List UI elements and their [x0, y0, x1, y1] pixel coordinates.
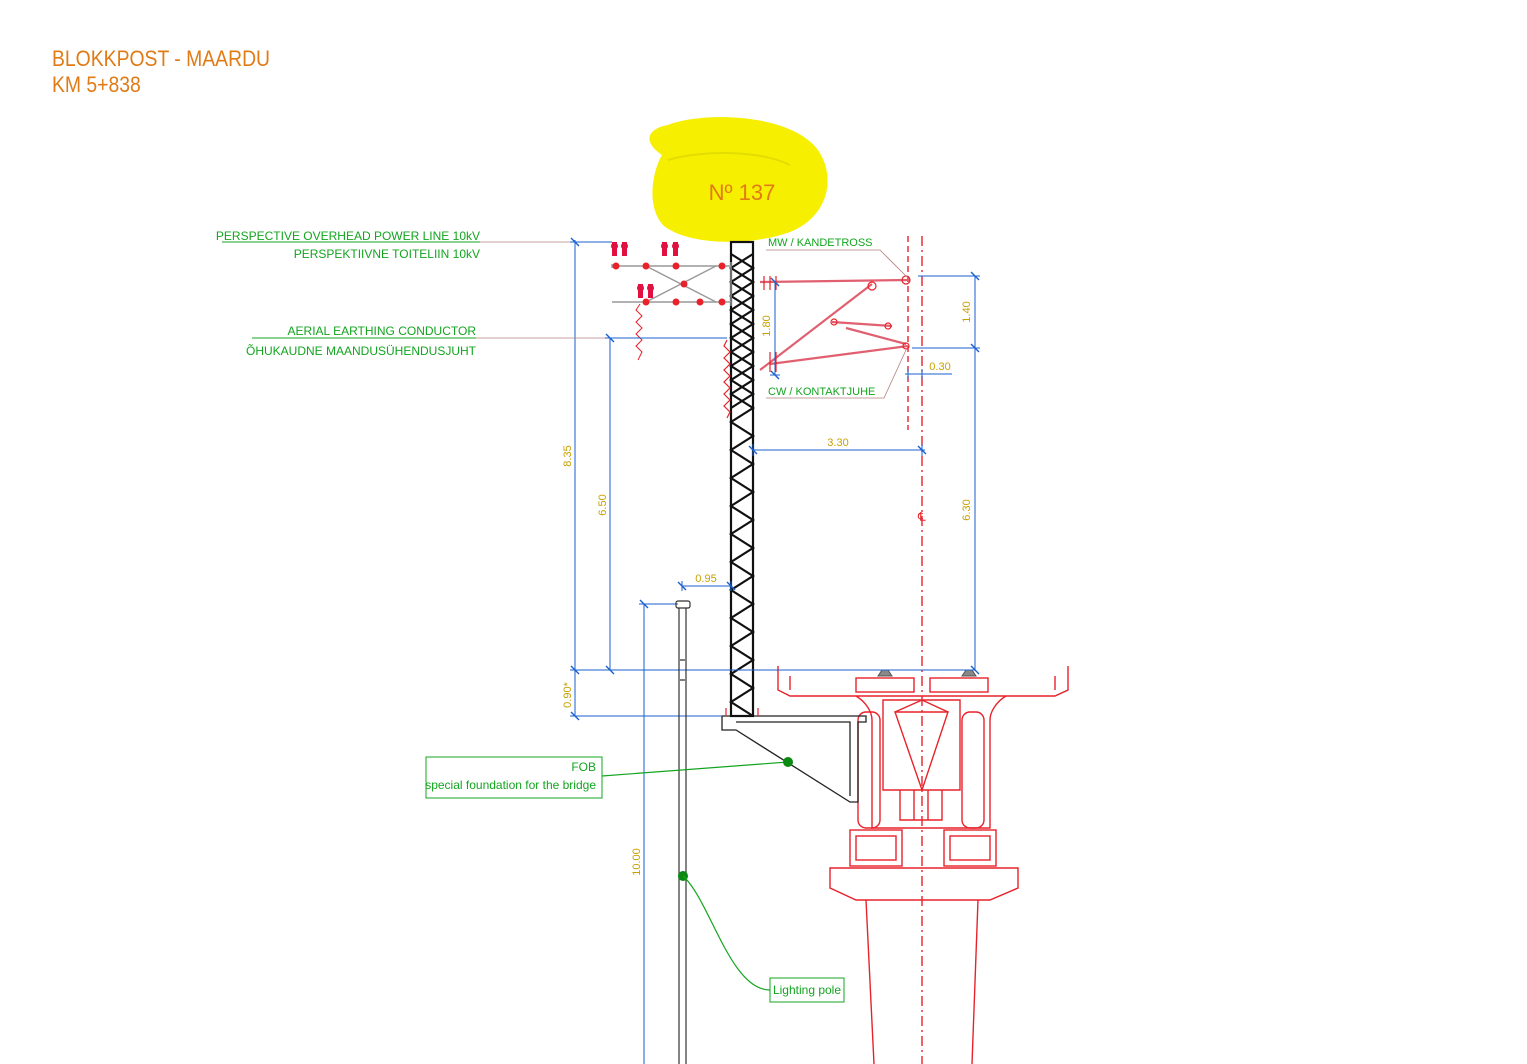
insulator-icons	[611, 242, 679, 298]
dim-10-00: 10.00	[631, 848, 643, 876]
label-messenger-wire: MW / KANDETROSS	[768, 237, 873, 249]
green-labels: PERSPECTIVE OVERHEAD POWER LINE 10kV PER…	[216, 229, 480, 358]
earthing-conductor	[723, 339, 731, 419]
highlight-marker	[649, 117, 828, 242]
label-leaders	[476, 241, 909, 399]
insulator-icon	[611, 242, 628, 256]
feeder-nodes	[612, 262, 726, 306]
label-contact-wire: CW / KONTAKTJUHE	[768, 386, 875, 398]
dim-1-80: 1.80	[761, 315, 773, 336]
dim-0-90: 0.90*	[562, 681, 574, 707]
dim-0-30: 0.30	[929, 361, 950, 373]
insulator-icon	[637, 284, 654, 298]
dimension-lines	[570, 240, 980, 1064]
dim-1-40: 1.40	[961, 301, 973, 322]
lattice-mast	[728, 240, 756, 718]
label-overhead-power-en: PERSPECTIVE OVERHEAD POWER LINE 10kV	[216, 229, 480, 243]
dim-8-35: 8.35	[562, 445, 574, 466]
dim-3-30: 3.30	[827, 437, 848, 449]
dim-0-95: 0.95	[695, 573, 716, 585]
rails	[877, 669, 977, 677]
cantilever-arms	[759, 278, 911, 371]
label-earthing-et: ÕHUKAUDNE MAANDUSÜHENDUSJUHT	[246, 343, 477, 358]
dimension-ticks	[570, 237, 980, 721]
dim-6-50: 6.50	[597, 494, 609, 515]
lighting-pole-callout: Lighting pole	[678, 871, 845, 1003]
fob-title: FOB	[571, 760, 596, 774]
feeder-crossarms	[611, 262, 732, 306]
mast-base	[725, 708, 759, 716]
label-underlines	[222, 241, 480, 339]
lighting-pole-label: Lighting pole	[773, 983, 841, 997]
wire-labels: MW / KANDETROSS CW / KONTAKTJUHE	[768, 237, 875, 398]
lighting-pole	[675, 600, 691, 1064]
fob-callout: FOB special foundation for the bridge	[425, 756, 793, 799]
bridge-structure	[777, 236, 1069, 1064]
bridge-bracket	[721, 715, 867, 803]
fob-description: special foundation for the bridge	[425, 778, 596, 792]
label-overhead-power-et: PERSPEKTIIVNE TOITELIIN 10kV	[294, 247, 480, 261]
dim-6-30: 6.30	[961, 499, 973, 520]
drawing-subtitle-km: KM 5+838	[52, 72, 141, 97]
label-earthing-en: AERIAL EARTHING CONDUCTOR	[288, 324, 477, 338]
centerline-symbol: ℄	[917, 510, 926, 524]
cantilever-fittings	[763, 275, 911, 372]
feeder-dropper	[635, 303, 643, 361]
dimension-labels: 8.35 6.50 0.90* 1.80 1.40 6.30 0.30 3.30…	[562, 301, 973, 875]
insulator-icon	[661, 242, 679, 256]
mast-number: Nº 137	[709, 180, 776, 205]
drawing-title: BLOKKPOST - MAARDU	[52, 46, 271, 71]
